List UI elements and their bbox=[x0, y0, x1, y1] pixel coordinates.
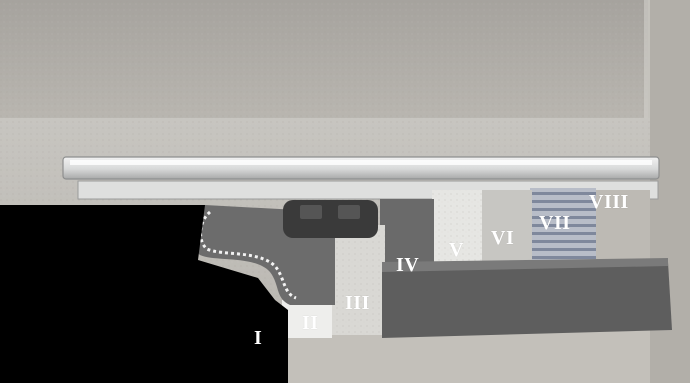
label-vi: VI bbox=[491, 227, 514, 250]
drain-pipe-body bbox=[283, 200, 378, 238]
gray-block bbox=[382, 262, 672, 338]
floor-bottom bbox=[285, 330, 650, 383]
label-iv: IV bbox=[396, 254, 419, 277]
label-viii: VIII bbox=[589, 191, 629, 214]
label-v: V bbox=[449, 239, 464, 262]
label-vii: VII bbox=[539, 212, 571, 235]
label-i: I bbox=[254, 327, 262, 350]
label-ii: II bbox=[302, 312, 319, 335]
label-iii: III bbox=[345, 292, 370, 315]
